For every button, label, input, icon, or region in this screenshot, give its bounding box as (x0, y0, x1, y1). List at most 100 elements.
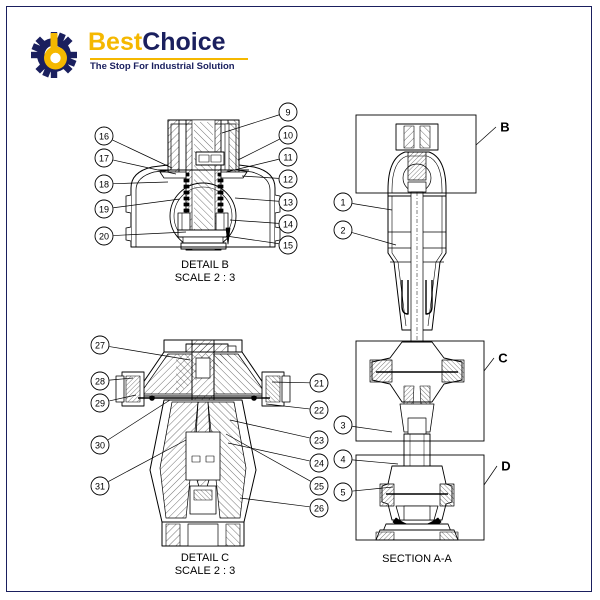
balloon-19[interactable]: 19 (94, 199, 114, 219)
balloon-25[interactable]: 25 (309, 476, 329, 496)
section-aa-title: SECTION A-A (382, 553, 452, 565)
leader-line-20 (113, 231, 187, 236)
balloon-26[interactable]: 26 (309, 498, 329, 518)
balloon-number: 23 (314, 436, 324, 446)
balloon-28[interactable]: 28 (90, 371, 110, 391)
balloon-15[interactable]: 15 (278, 235, 298, 255)
balloon-30[interactable]: 30 (90, 435, 110, 455)
balloon-24[interactable]: 24 (309, 453, 329, 473)
leader-line-3 (352, 425, 393, 433)
leader-line-14 (229, 219, 279, 224)
balloon-14[interactable]: 14 (278, 214, 298, 234)
logo-word-choice: Choice (142, 28, 226, 56)
balloon-number: 11 (283, 153, 292, 163)
balloon-11[interactable]: 11 (278, 147, 298, 167)
leader-line-25 (225, 433, 311, 482)
leader-line-5 (352, 486, 394, 492)
leader-line-27 (109, 346, 191, 361)
balloon-13[interactable]: 13 (278, 192, 298, 212)
balloon-number: 15 (283, 241, 293, 251)
balloon-leaders (107, 114, 399, 508)
balloon-number: 21 (314, 379, 324, 389)
callout-boxes: B C D (355, 114, 511, 541)
balloon-number: 12 (283, 175, 293, 185)
leader-line-15 (225, 235, 279, 244)
leader-line-9 (221, 114, 280, 134)
detail-c-geometry (115, 339, 291, 547)
balloon-number: 2 (340, 226, 345, 236)
balloon-number: 25 (314, 482, 324, 492)
leader-line-19 (113, 198, 181, 209)
balloon-18[interactable]: 18 (94, 174, 114, 194)
detail-c-title: DETAIL C (181, 552, 229, 564)
balloon-number: 16 (99, 132, 109, 142)
leader-line-4 (352, 459, 399, 465)
callout-box-b (355, 114, 477, 194)
balloon-number: 20 (99, 232, 109, 242)
section-aa-geometry (369, 123, 465, 541)
balloon-callouts: 1234591011121314151617181920212223242526… (90, 102, 353, 518)
detail-c-scale: SCALE 2 : 3 (175, 565, 236, 577)
leader-line-18 (113, 181, 169, 185)
balloon-3[interactable]: 3 (333, 415, 353, 435)
balloon-17[interactable]: 17 (94, 148, 114, 168)
logo-divider (90, 58, 248, 60)
balloon-27[interactable]: 27 (90, 335, 110, 355)
callout-box-c (355, 340, 485, 442)
balloon-number: 14 (283, 220, 293, 230)
leader-line-2 (352, 232, 397, 246)
balloon-number: 5 (340, 488, 345, 498)
balloon-1[interactable]: 1 (333, 192, 353, 212)
logo-wordmark: BestChoice (88, 28, 226, 57)
balloon-23[interactable]: 23 (309, 430, 329, 450)
leader-line-24 (227, 442, 310, 462)
balloon-number: 13 (283, 198, 293, 208)
balloon-number: 22 (314, 406, 324, 416)
balloon-number: 18 (99, 180, 109, 190)
leader-line-28 (109, 377, 134, 381)
leader-line-26 (239, 497, 310, 508)
leader-line-21 (271, 381, 310, 384)
balloon-21[interactable]: 21 (309, 373, 329, 393)
callout-leader-b (475, 126, 497, 146)
balloon-20[interactable]: 20 (94, 226, 114, 246)
callout-label-b: B (500, 120, 509, 135)
leader-line-10 (237, 138, 280, 161)
callout-box-d (355, 454, 485, 541)
balloon-number: 9 (285, 108, 290, 118)
callout-label-d: D (501, 459, 510, 474)
leader-line-30 (107, 399, 171, 441)
balloon-number: 4 (340, 455, 345, 465)
leader-line-29 (109, 394, 137, 402)
balloon-number: 29 (95, 399, 105, 409)
sheet-border (6, 6, 592, 592)
balloon-4[interactable]: 4 (333, 449, 353, 469)
balloon-31[interactable]: 31 (90, 476, 110, 496)
logo-word-best: Best (88, 28, 143, 56)
leader-line-23 (229, 419, 310, 439)
balloon-number: 10 (283, 131, 293, 141)
detail-b-title: DETAIL B (181, 259, 229, 271)
balloon-29[interactable]: 29 (90, 393, 110, 413)
balloon-2[interactable]: 2 (333, 220, 353, 240)
balloon-5[interactable]: 5 (333, 482, 353, 502)
detail-b-scale: SCALE 2 : 3 (175, 272, 236, 284)
balloon-number: 3 (340, 421, 345, 431)
balloon-10[interactable]: 10 (278, 125, 298, 145)
company-logo: BestChoice The Stop For Industrial Solut… (28, 28, 248, 82)
balloon-number: 17 (99, 154, 109, 164)
balloon-number: 26 (314, 504, 324, 514)
balloon-number: 19 (99, 205, 109, 215)
leader-line-1 (352, 203, 393, 211)
leader-line-12 (241, 175, 279, 179)
logo-tagline: The Stop For Industrial Solution (90, 61, 235, 72)
detail-b-geometry (125, 119, 281, 251)
balloon-9[interactable]: 9 (278, 102, 298, 122)
balloon-16[interactable]: 16 (94, 126, 114, 146)
callout-leader-c (483, 357, 495, 372)
callout-label-c: C (498, 351, 508, 366)
balloon-12[interactable]: 12 (278, 169, 298, 189)
balloon-22[interactable]: 22 (309, 400, 329, 420)
